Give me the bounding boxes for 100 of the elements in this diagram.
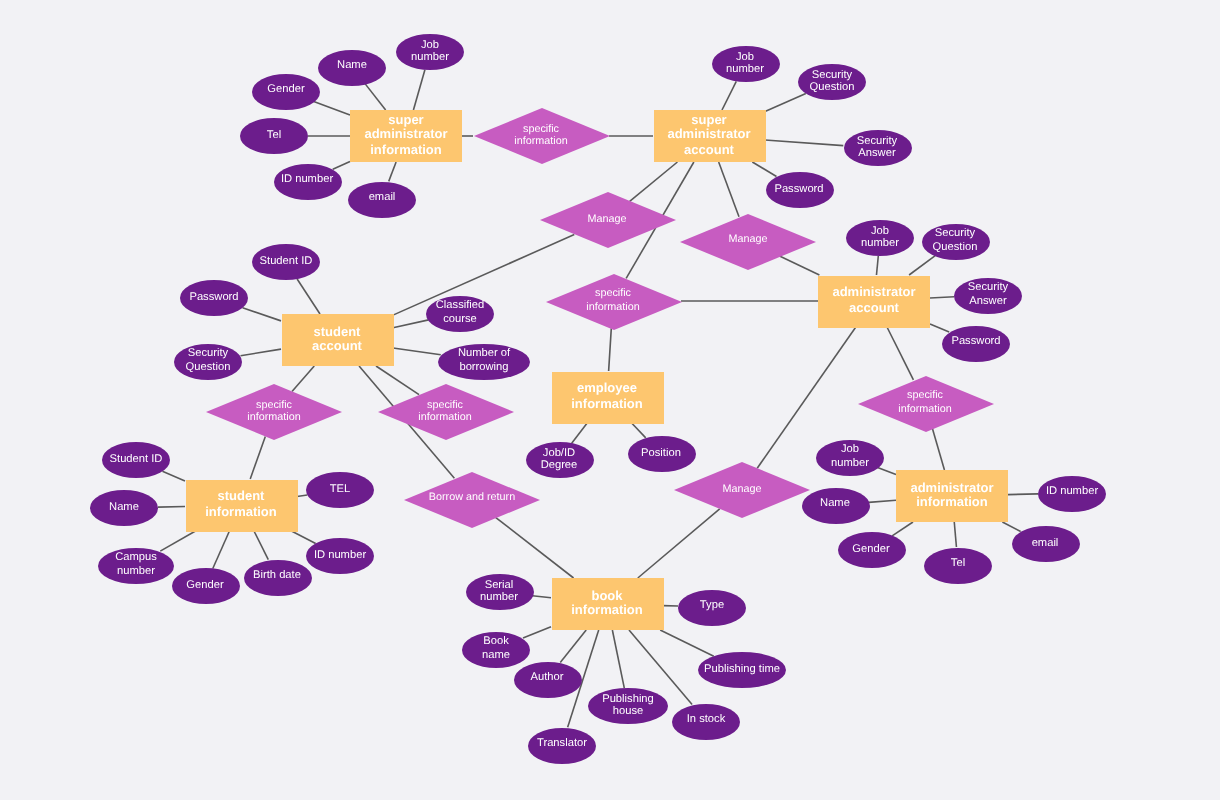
attribute-ellipse — [801, 487, 869, 523]
attribute-ellipse — [252, 73, 320, 109]
attribute-ellipse — [348, 181, 416, 217]
attribute-ellipse — [318, 49, 386, 85]
connector-line — [161, 470, 186, 482]
connector-line — [494, 516, 575, 579]
attribute-ellipse — [243, 559, 311, 595]
relationship-diamond — [404, 471, 540, 527]
attribute-ellipse — [465, 574, 533, 610]
relationship-diamond — [674, 462, 810, 518]
connector-line — [1007, 493, 1039, 496]
attribute-ellipse — [954, 277, 1022, 313]
connector-line — [607, 327, 613, 372]
connector-line — [628, 161, 679, 203]
connector-line — [212, 530, 231, 570]
connector-line — [239, 348, 282, 357]
attribute-ellipse — [90, 490, 158, 526]
attribute-ellipse — [306, 538, 374, 574]
attribute-ellipse — [396, 34, 464, 70]
connector-line — [953, 521, 958, 548]
attribute-ellipse — [924, 547, 992, 583]
connector-line — [461, 135, 474, 137]
attribute-ellipse — [846, 220, 914, 256]
connector-line — [929, 295, 955, 299]
attribute-ellipse — [588, 688, 668, 724]
connector-line — [375, 365, 420, 396]
attribute-ellipse — [711, 46, 779, 82]
attribute-ellipse — [1011, 526, 1079, 562]
attribute-ellipse — [462, 631, 530, 667]
entity-box — [653, 110, 765, 162]
attribute-ellipse — [816, 439, 884, 475]
connector-line — [929, 323, 950, 333]
connector-line — [570, 422, 588, 445]
connector-line — [931, 427, 946, 471]
connector-line — [312, 100, 351, 116]
attribute-ellipse — [306, 472, 374, 508]
relationship-diamond — [545, 273, 681, 329]
attribute-ellipse — [843, 130, 911, 166]
entity-box — [896, 470, 1008, 522]
attribute-ellipse — [678, 589, 746, 625]
attribute-ellipse — [174, 343, 242, 379]
connector-line — [662, 604, 679, 607]
attribute-ellipse — [672, 703, 740, 739]
connector-line — [608, 135, 654, 137]
connector-line — [249, 435, 267, 480]
attribute-ellipse — [240, 118, 308, 154]
entity-box — [281, 314, 393, 366]
attribute-ellipse — [180, 280, 248, 316]
connector-line — [637, 508, 721, 579]
connector-line — [717, 161, 740, 218]
connector-line — [778, 255, 821, 276]
connector-line — [241, 306, 282, 322]
relationship-diamond — [206, 384, 342, 440]
connector-line — [680, 300, 819, 302]
connector-line — [392, 319, 430, 329]
connector-line — [296, 278, 321, 315]
connector-line — [751, 161, 778, 178]
connector-line — [364, 82, 387, 111]
connector-line — [875, 255, 880, 276]
connector-line — [392, 233, 576, 316]
attribute-ellipse — [921, 223, 989, 259]
attribute-ellipse — [525, 442, 593, 478]
entity-box — [551, 371, 663, 423]
connector-line — [566, 629, 600, 729]
connector-line — [867, 499, 897, 504]
attribute-ellipse — [426, 295, 494, 331]
entity-box — [551, 578, 663, 630]
attribute-ellipse — [273, 163, 341, 199]
attribute-ellipse — [765, 172, 833, 208]
connector-line — [559, 629, 587, 664]
connector-line — [387, 161, 397, 183]
relationship-diamond — [680, 213, 816, 269]
connector-line — [625, 161, 695, 280]
connector-line — [522, 625, 552, 639]
attribute-ellipse — [942, 325, 1010, 361]
attribute-ellipse — [438, 343, 530, 379]
entity-box — [185, 479, 297, 531]
connector-line — [159, 530, 197, 552]
attribute-ellipse — [171, 568, 239, 604]
connector-line — [253, 530, 270, 561]
connector-line — [332, 160, 351, 171]
connector-line — [307, 135, 351, 137]
connector-line — [630, 422, 647, 439]
attribute-ellipse — [513, 661, 581, 697]
connector-line — [157, 505, 186, 508]
connector-line — [531, 594, 552, 599]
connector-line — [756, 326, 857, 470]
connector-line — [392, 347, 442, 356]
attribute-ellipse — [798, 64, 866, 100]
attribute-ellipse — [98, 547, 174, 583]
connector-line — [886, 326, 915, 381]
connector-line — [628, 629, 693, 706]
connector-line — [291, 365, 316, 393]
connector-line — [721, 80, 738, 111]
connector-line — [611, 629, 626, 689]
attribute-ellipse — [252, 244, 320, 280]
connector-line — [764, 139, 845, 147]
connector-line — [659, 629, 715, 657]
relationship-diamond — [377, 384, 513, 440]
connector-line — [764, 92, 807, 113]
